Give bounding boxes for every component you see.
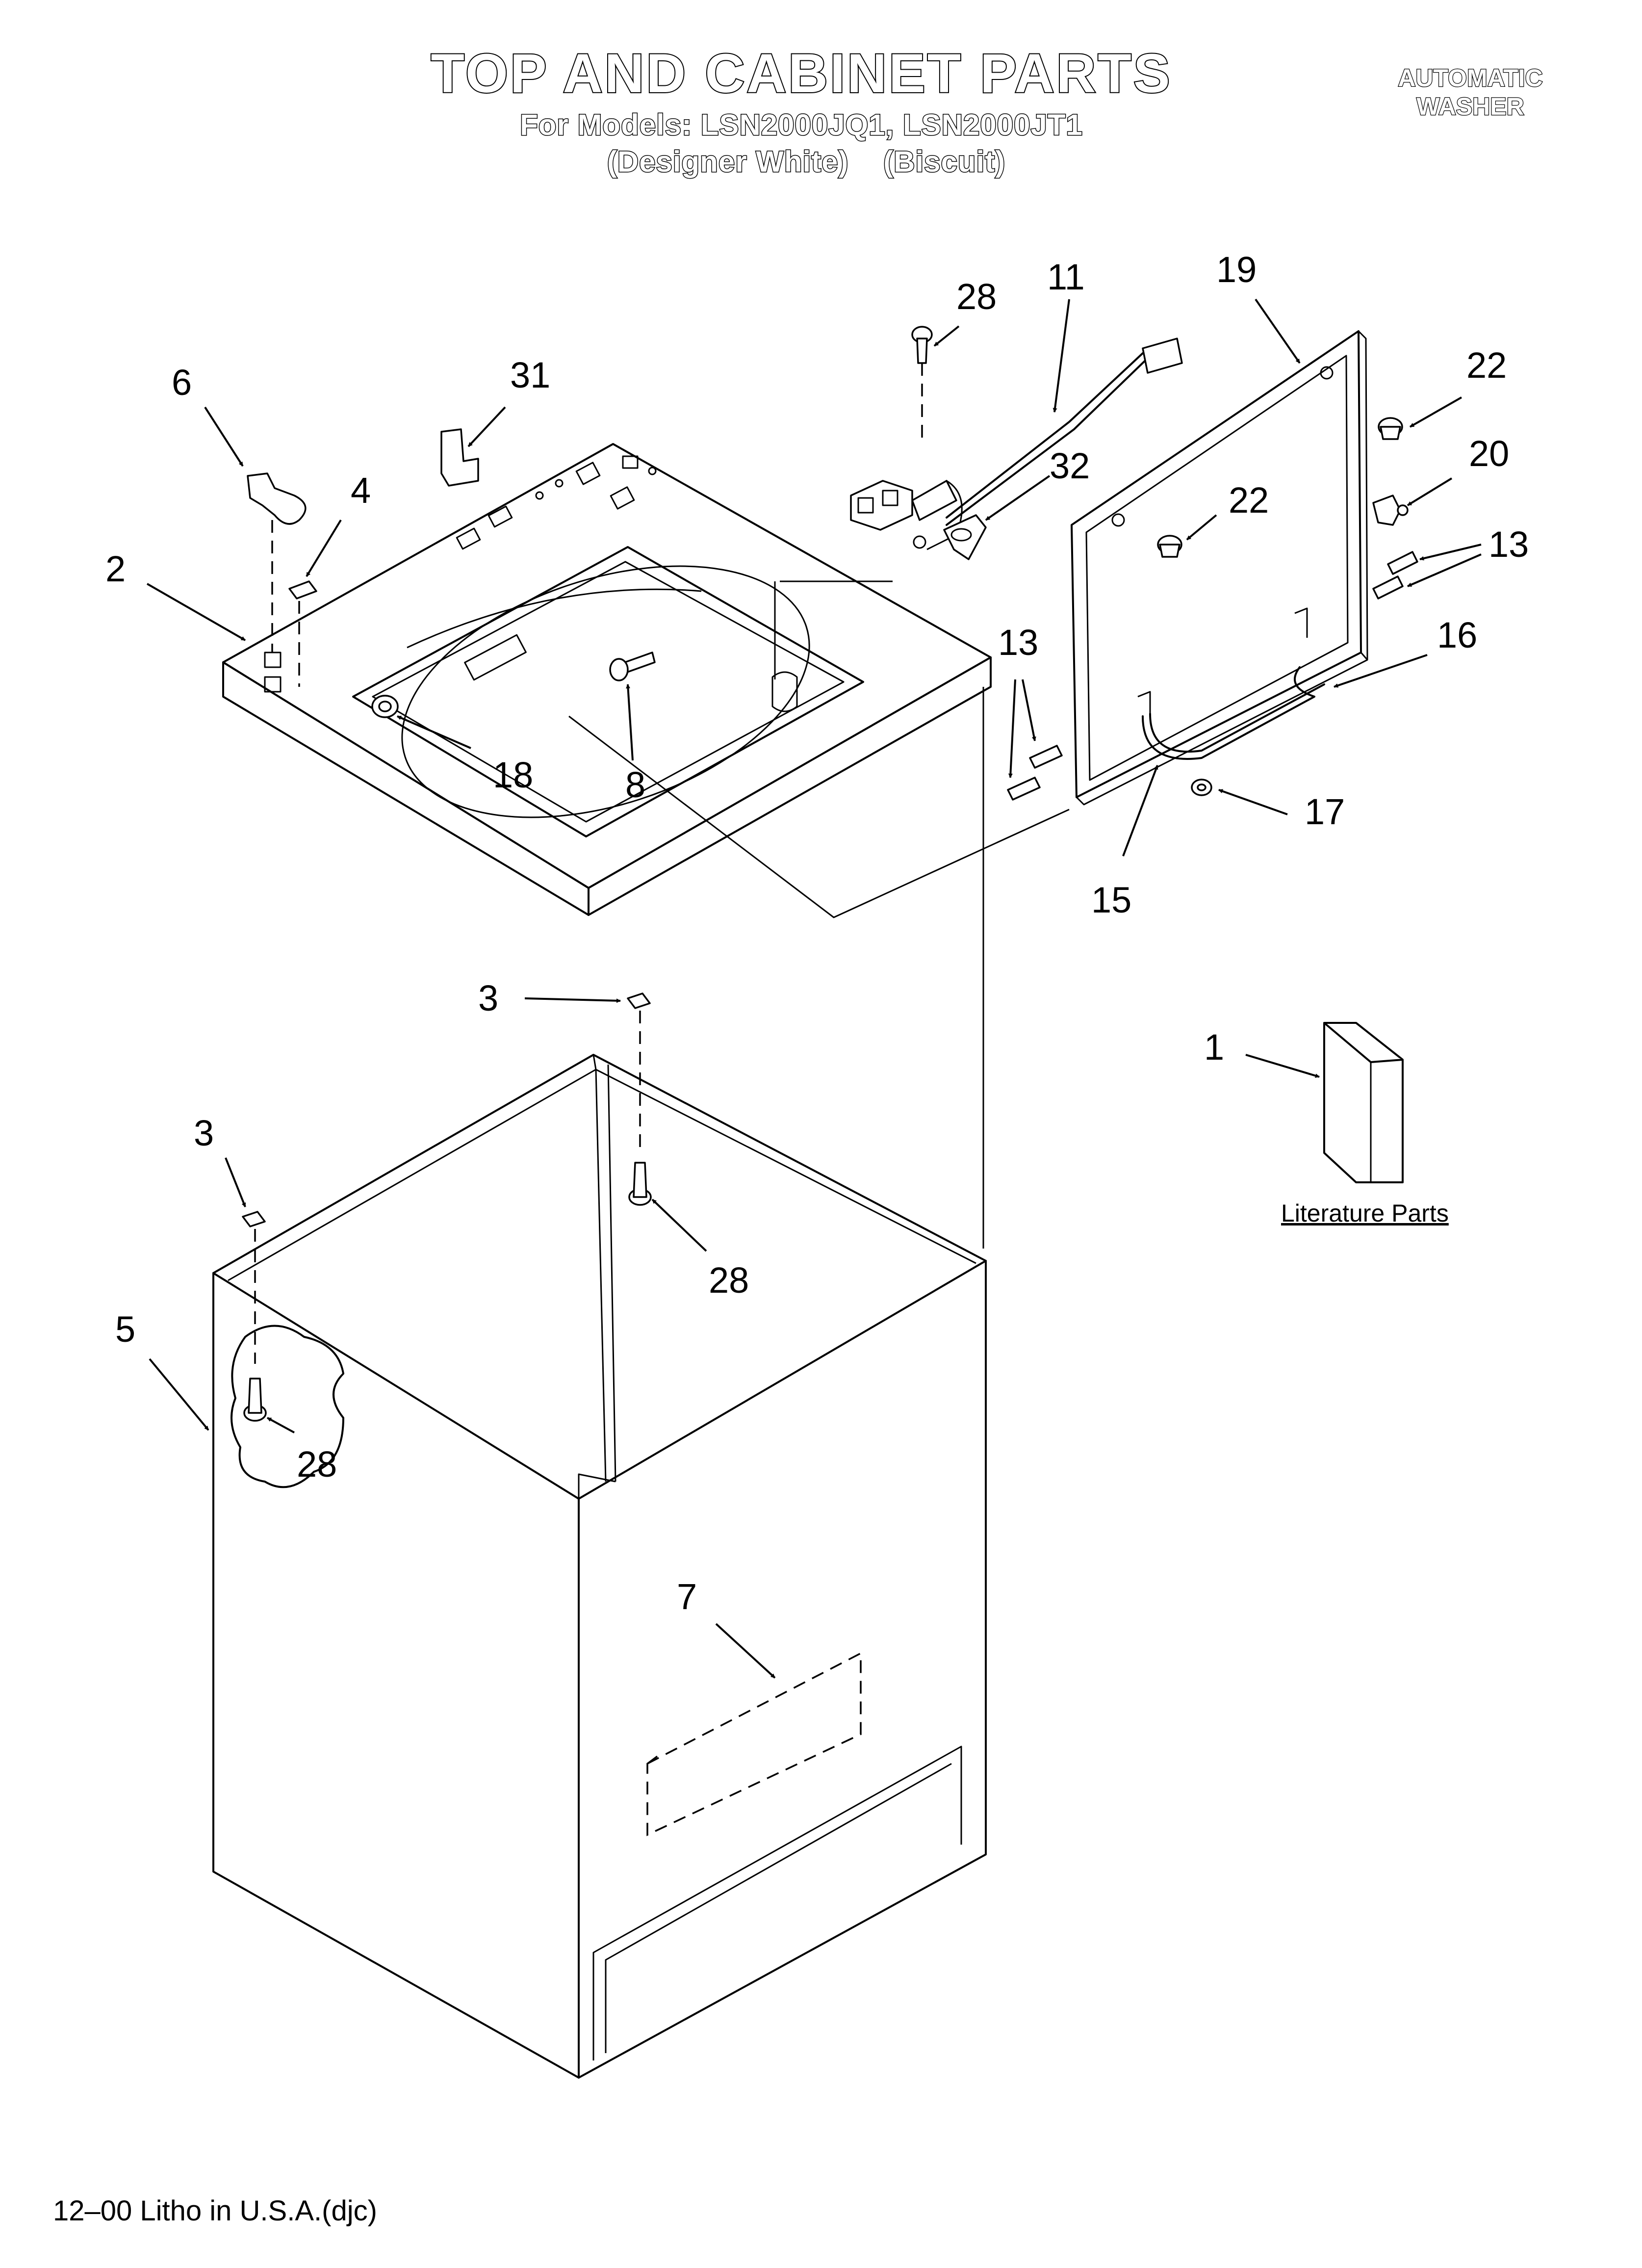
models-line: For Models: LSN2000JQ1, LSN2000JT1 xyxy=(519,108,1083,142)
callout-31: 31 xyxy=(510,355,550,395)
callout-28-left: 28 xyxy=(297,1444,337,1485)
literature-parts-label: Literature Parts xyxy=(1281,1199,1449,1227)
callout-22-top: 22 xyxy=(1466,345,1507,386)
washer-top-panel xyxy=(222,443,992,916)
callout-4: 4 xyxy=(351,470,371,511)
lid-catch-20 xyxy=(1372,495,1409,526)
callout-1: 1 xyxy=(1204,1027,1224,1068)
grommet-32 xyxy=(943,514,987,560)
callout-numbers: 6 4 2 31 28 11 19 22 20 32 22 13 16 13 1… xyxy=(105,249,1529,1617)
callout-16: 16 xyxy=(1437,615,1477,655)
callout-28-middle: 28 xyxy=(709,1260,749,1301)
bushing-17 xyxy=(1191,779,1212,796)
callout-2: 2 xyxy=(105,548,126,589)
screw-28-middle xyxy=(628,1162,652,1206)
callout-18: 18 xyxy=(493,755,533,795)
literature-parts xyxy=(1323,1022,1404,1183)
callout-11: 11 xyxy=(1047,257,1085,297)
page-title: TOP AND CABINET PARTS xyxy=(430,42,1172,105)
callout-20: 20 xyxy=(1469,433,1509,474)
screws-13-left xyxy=(1007,745,1063,801)
colors-line: (Designer White) (Biscuit) xyxy=(606,145,1006,179)
product-type-line2: WASHER xyxy=(1416,92,1525,121)
callout-17: 17 xyxy=(1305,791,1345,832)
clip-3-left xyxy=(242,1211,266,1227)
callout-13-left: 13 xyxy=(998,622,1038,663)
bumper-22-upper xyxy=(1378,417,1403,440)
callout-28-top: 28 xyxy=(956,276,997,317)
callout-15: 15 xyxy=(1091,880,1131,920)
callout-7: 7 xyxy=(677,1576,697,1617)
callout-leaders xyxy=(147,298,1482,1679)
product-type-line1: AUTOMATIC xyxy=(1397,64,1543,93)
callout-13-right: 13 xyxy=(1488,524,1529,565)
print-footer: 12–00 Litho in U.S.A.(djc) xyxy=(53,2195,377,2227)
screws-13-right xyxy=(1372,551,1418,600)
washer-lid xyxy=(1071,330,1368,806)
callout-19: 19 xyxy=(1216,249,1257,290)
clip-3-top xyxy=(627,992,651,1009)
callout-8: 8 xyxy=(625,764,645,805)
callout-6: 6 xyxy=(172,362,192,403)
callout-32: 32 xyxy=(1050,445,1090,486)
callout-5: 5 xyxy=(115,1309,135,1350)
washer-cabinet xyxy=(212,1054,987,2079)
bumper-22-lower xyxy=(1157,535,1182,558)
screw-8 xyxy=(609,652,656,681)
callout-3-left: 3 xyxy=(194,1113,214,1153)
clip-6 xyxy=(247,472,307,525)
lid-switch-harness xyxy=(850,338,1183,550)
screw-28-left xyxy=(243,1378,267,1422)
screw-28-top xyxy=(911,326,933,364)
callout-22-lower: 22 xyxy=(1229,480,1269,521)
hinge-bushing xyxy=(371,695,399,718)
clip-4 xyxy=(288,580,317,600)
bracket-31 xyxy=(440,428,479,487)
callout-3-top: 3 xyxy=(478,978,498,1018)
